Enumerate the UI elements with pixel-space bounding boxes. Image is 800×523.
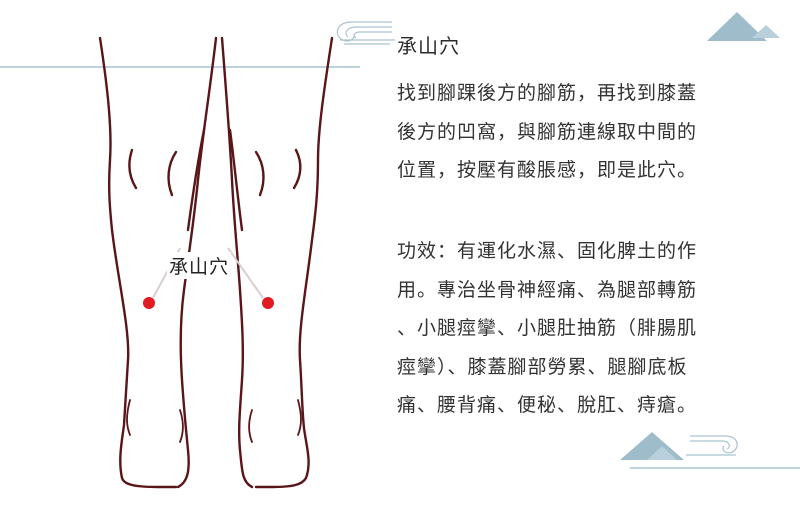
mountain-icon	[707, 12, 780, 41]
right-leg-inner-contour	[220, 36, 254, 489]
acupoint-dot-icon	[143, 297, 155, 309]
paragraph-line: 功效：有運化水濕、固化脾土的作	[397, 240, 698, 262]
page-title: 承山穴	[397, 34, 460, 58]
wave-icon	[686, 435, 738, 456]
right-ankle-line	[248, 409, 253, 443]
acupoint-label: 承山穴	[167, 252, 232, 279]
acupoint-dot-icon	[262, 297, 274, 309]
left-ankle-line	[126, 399, 131, 436]
right-leg-outer-contour	[254, 36, 334, 489]
legs-illustration	[98, 36, 334, 489]
wave-icon	[336, 21, 395, 45]
paragraph-line: 痙攣）、膝蓋腳部勞累、腿腳底板	[397, 355, 688, 378]
location-paragraph: 找到腳踝後方的腳筋，再找到膝蓋 後方的凹窩，與腳筋連線取中間的 位置，按壓有酸脹…	[397, 74, 757, 190]
right-pointer-line	[227, 247, 264, 299]
paragraph-line: 位置，按壓有酸脹感，即是此穴。	[397, 159, 698, 181]
mountain-icon	[620, 432, 684, 460]
left-ankle-line	[179, 409, 184, 443]
paragraph-line: 痛、腰背痛、便秘、脫肛、痔瘡。	[397, 394, 698, 416]
right-knee-line	[228, 128, 244, 232]
paragraph-line: 找到腳踝後方的腳筋，再找到膝蓋	[397, 82, 698, 104]
left-calf-muscle-line	[167, 150, 178, 197]
right-calf-muscle-line	[292, 148, 302, 190]
paragraph-line: 用。專治坐骨神經痛、為腿部轉筋	[397, 278, 698, 301]
right-ankle-line	[297, 399, 302, 436]
left-knee-line	[186, 128, 206, 232]
left-calf-muscle-line	[128, 148, 138, 190]
effects-paragraph: 功效：有運化水濕、固化脾土的作 用。專治坐骨神經痛、為腿部轉筋 、小腿痙攣、小腿…	[397, 232, 757, 425]
left-leg-outer-contour	[98, 36, 178, 489]
paragraph-line: 後方的凹窩，與腳筋連線取中間的	[397, 120, 698, 143]
right-calf-muscle-line	[254, 150, 265, 197]
paragraph-line: 、小腿痙攣、小腿肚抽筋（腓腸肌	[397, 317, 698, 339]
